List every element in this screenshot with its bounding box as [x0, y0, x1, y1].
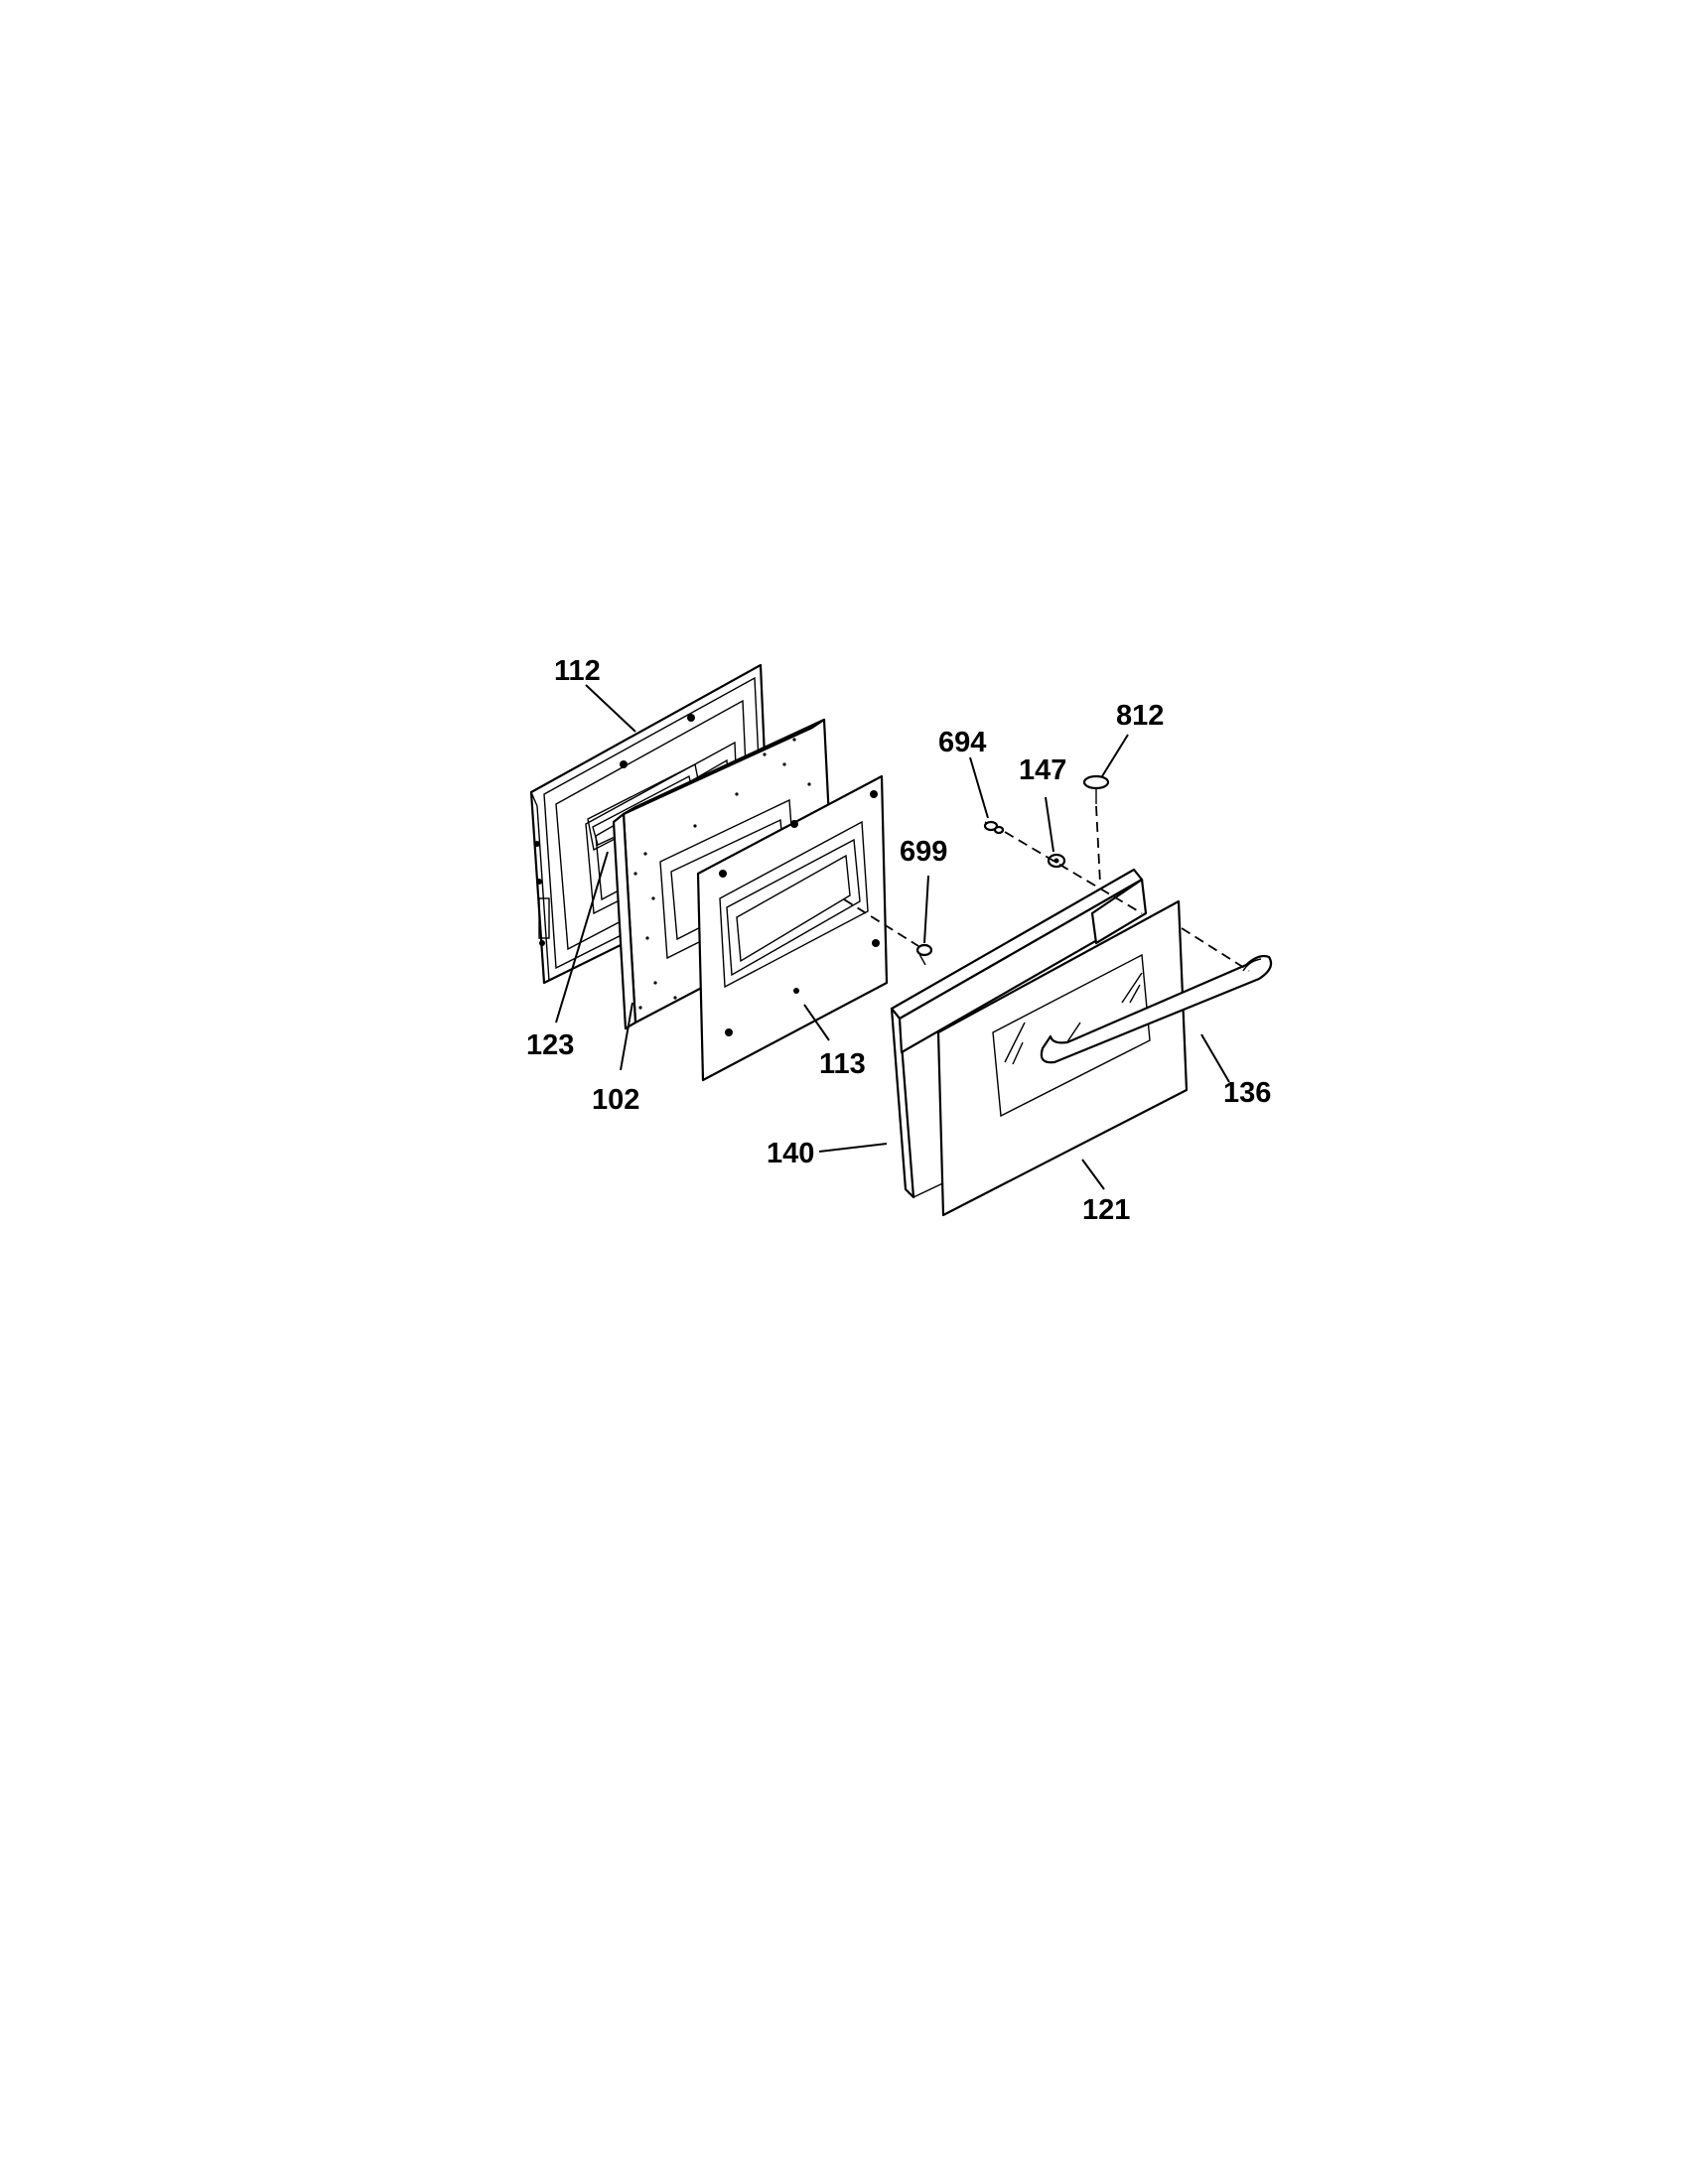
- callout-147: 147: [1019, 754, 1066, 786]
- door-trim-frame: [890, 868, 1148, 1199]
- callout-113: 113: [819, 1048, 866, 1080]
- callout-699: 699: [900, 836, 947, 868]
- door-handle: [1040, 954, 1273, 1064]
- leader-lines: [555, 684, 1230, 1190]
- callout-112: 112: [554, 655, 601, 687]
- handle-spacer-icon: [1047, 853, 1066, 869]
- callout-121: 121: [1082, 1194, 1130, 1226]
- callout-123: 123: [526, 1029, 574, 1061]
- callout-102: 102: [592, 1084, 639, 1116]
- frame-screw-icon: [843, 898, 933, 966]
- callout-labels: 112 123 102 113 699 694 147 812 140 121 …: [526, 655, 1271, 1226]
- callout-694: 694: [938, 727, 986, 758]
- trim-screw-icon: [1082, 774, 1110, 804]
- window-frame-panel: [696, 774, 889, 1082]
- callout-136: 136: [1223, 1077, 1271, 1109]
- callout-812: 812: [1116, 700, 1164, 732]
- handle-screw-icon: [983, 820, 1005, 835]
- callout-140: 140: [767, 1138, 814, 1169]
